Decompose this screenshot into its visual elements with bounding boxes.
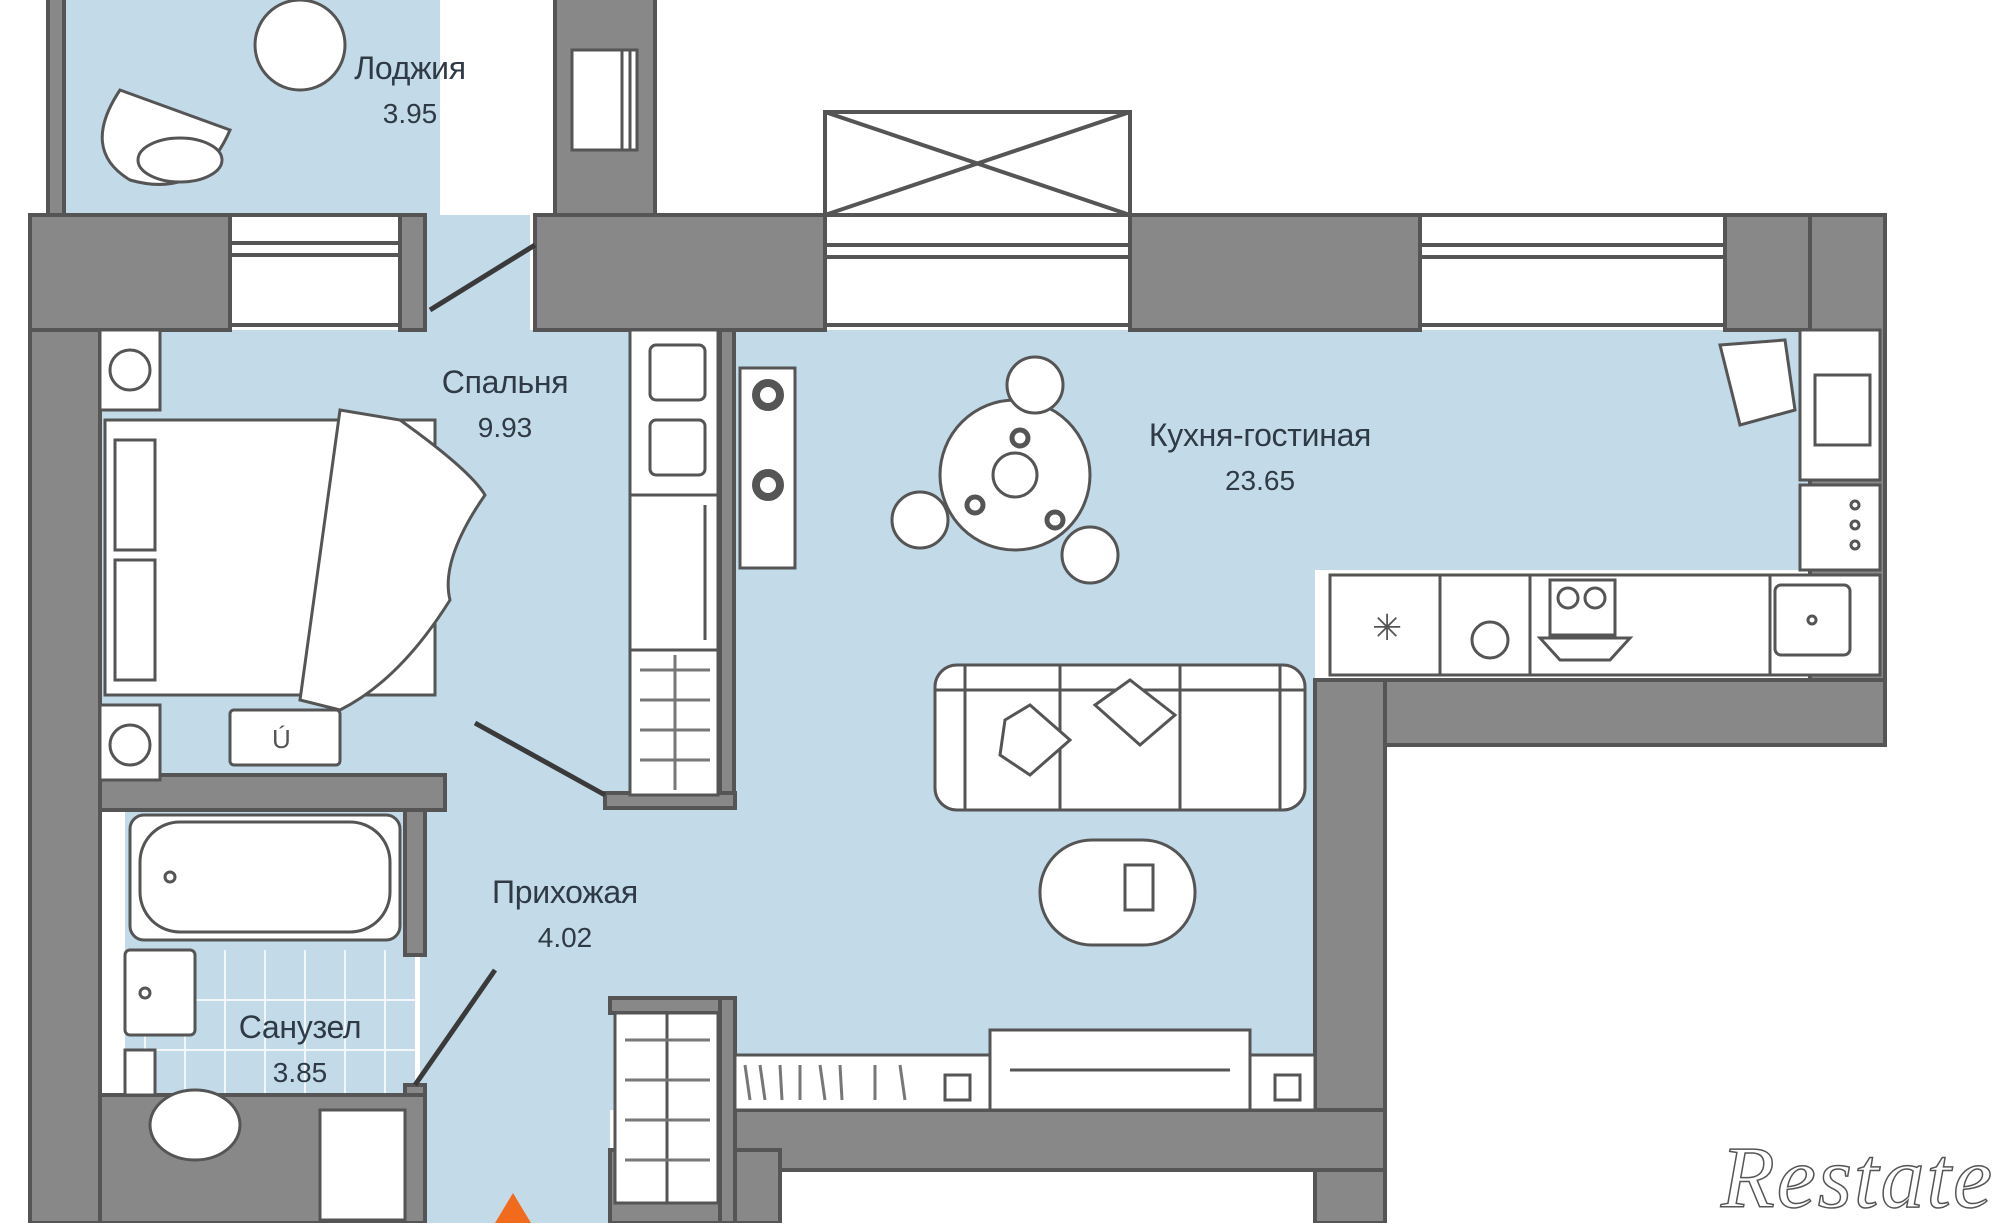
room-label-loggia: Лоджия 3.95 (354, 48, 466, 134)
cushion-icon (1092, 678, 1178, 747)
hangers-icon (640, 655, 710, 790)
bookshelf-icon (743, 1064, 907, 1101)
hangers-icon (625, 1038, 710, 1162)
top-wall-mid2 (1128, 213, 1422, 332)
chair-icon (1005, 355, 1065, 415)
chair-icon (890, 490, 950, 550)
hallway-floor (420, 775, 610, 1223)
slippers-icon: Ú (272, 724, 291, 754)
chair-icon (1718, 338, 1797, 427)
room-name: Спальня (441, 364, 569, 400)
cushion-icon (998, 703, 1073, 777)
rug-icon (228, 708, 342, 767)
magazine-icon (1123, 863, 1155, 912)
hall-closet-right (718, 996, 737, 1223)
lamp-icon (108, 723, 152, 767)
pillow-icon (113, 558, 157, 682)
entrance-arrow-icon (495, 1193, 531, 1223)
top-wall-mid (533, 213, 827, 332)
dryer-icon (648, 418, 707, 477)
window-icon (823, 213, 1132, 327)
top-wall-left2 (398, 213, 427, 332)
room-label-kitchen-living: Кухня-гостиная 23.65 (1148, 415, 1372, 501)
coffee-table-icon (1038, 838, 1197, 947)
hood-icon (1536, 636, 1634, 662)
room-area: 9.93 (477, 412, 533, 443)
top-wall-left (28, 213, 232, 332)
kitchen-bottom-wall (1313, 678, 1887, 747)
lamp-icon (108, 348, 152, 392)
air-conditioner-box-icon (823, 110, 1132, 217)
room-name: Лоджия (354, 50, 466, 86)
hall-closet-wall (608, 996, 737, 1015)
washing-machine-icon (648, 343, 707, 402)
blanket-icon (298, 408, 487, 712)
room-name: Кухня-гостиная (1148, 417, 1372, 453)
room-name: Санузел (238, 1009, 362, 1045)
watermark-logo: Restate (1720, 1129, 1994, 1228)
laptop-icon (1813, 373, 1872, 447)
room-area: 3.95 (382, 98, 438, 129)
outer-left-wall (28, 213, 102, 1223)
door-icon (412, 968, 498, 1087)
room-name: Прихожая (492, 874, 638, 910)
stove-icon (1798, 483, 1882, 572)
laundry-box-icon (318, 1108, 407, 1222)
window-icon (228, 213, 402, 327)
room-label-hallway: Прихожая 4.02 (492, 872, 638, 958)
kettle-icon (1470, 620, 1510, 660)
room-area: 4.02 (537, 922, 593, 953)
ventilation-shaft-icon (570, 48, 639, 152)
room-label-bathroom: Санузел 3.85 (239, 1007, 362, 1093)
pillow-icon (113, 438, 157, 552)
room-area: 23.65 (1224, 465, 1296, 496)
room-area: 3.85 (272, 1057, 328, 1088)
cooktop-icon (1548, 578, 1617, 637)
door-icon (473, 720, 607, 798)
armchair-cushion (136, 136, 224, 184)
room-label-bedroom: Спальня 9.93 (441, 362, 569, 448)
loggia-left-wall (46, 0, 66, 222)
round-table-icon (253, 0, 347, 92)
window-icon (1418, 213, 1727, 327)
chair-icon (1060, 525, 1120, 585)
windows (228, 110, 1727, 327)
door-icon (428, 242, 537, 313)
fridge-icon: ✳ (1372, 607, 1402, 648)
doors (412, 242, 607, 1087)
bathroom-right-wall (403, 808, 427, 957)
toilet-icon (148, 1088, 242, 1162)
toilet-tank-icon (123, 1048, 157, 1097)
bedroom-right-wall (718, 328, 736, 810)
washbasin-icon (123, 948, 197, 1037)
bottom-wall-right (698, 1108, 1387, 1172)
